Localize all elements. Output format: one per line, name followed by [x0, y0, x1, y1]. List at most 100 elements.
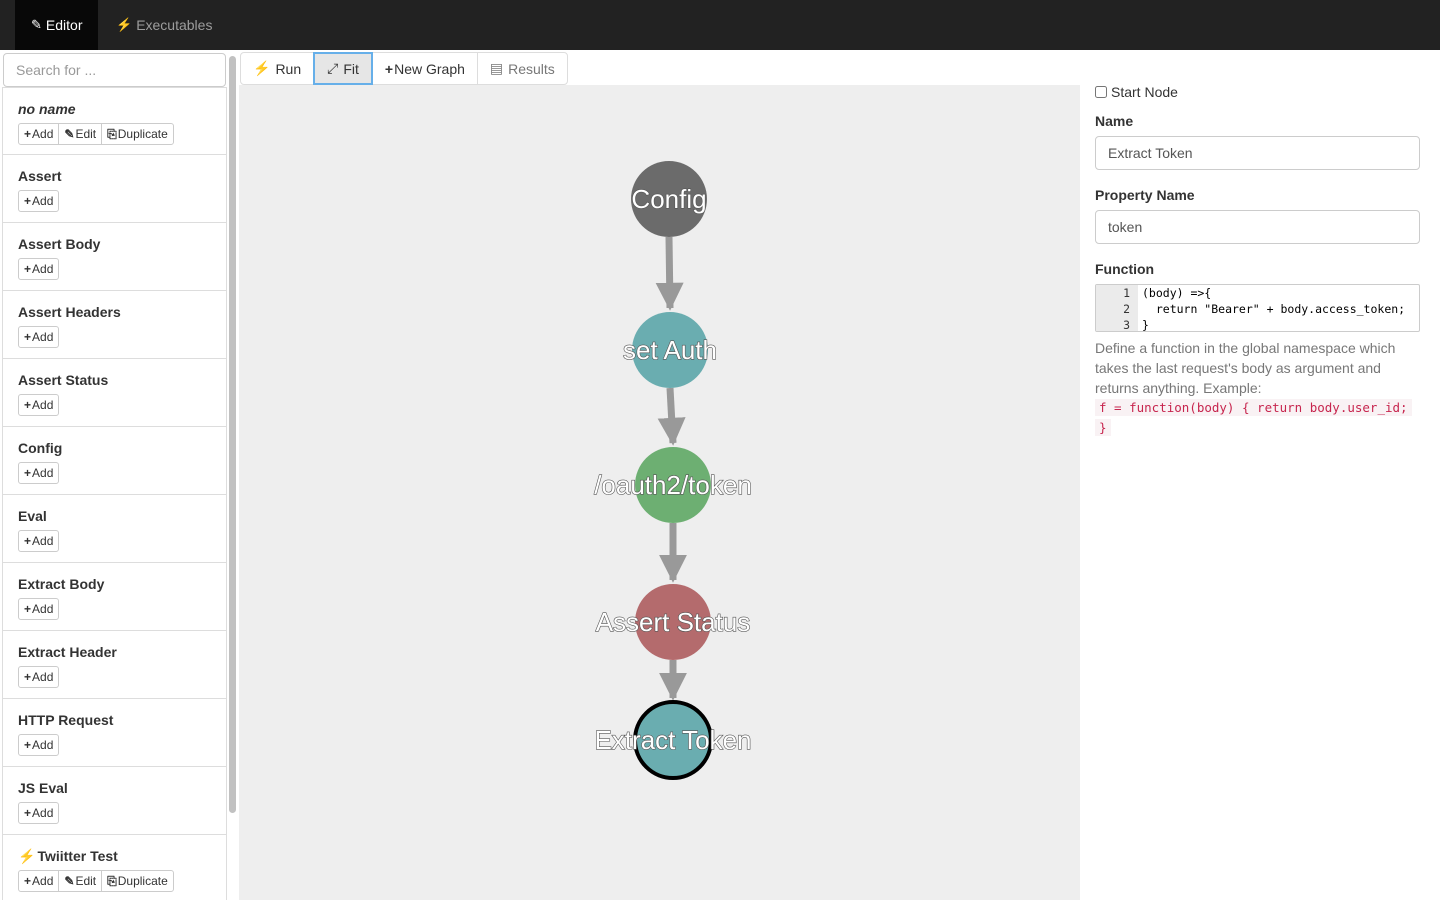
graph-node[interactable]: Config	[631, 161, 707, 237]
start-node-checkbox[interactable]	[1095, 86, 1107, 98]
graph-node[interactable]: /oauth2/token	[594, 447, 752, 523]
list-item-actions: +Add	[18, 530, 60, 552]
code-line: 3 }	[1096, 317, 1419, 331]
add-button-label: Add	[32, 534, 54, 548]
add-button[interactable]: +Add	[18, 802, 60, 824]
graph-node-circle[interactable]	[631, 161, 707, 237]
graph-toolbar: ⚡ Run ⤢ Fit + New Graph ▤ Results	[240, 52, 568, 85]
list-item-title: Assert	[18, 168, 62, 184]
tab-executables-label: Executables	[136, 17, 213, 33]
run-button[interactable]: ⚡ Run	[240, 52, 315, 85]
graph-edge[interactable]	[657, 387, 686, 446]
plus-icon: +	[24, 534, 32, 548]
graph-node-circle[interactable]	[633, 700, 713, 780]
line-number: 2	[1123, 302, 1130, 316]
property-name-input[interactable]	[1095, 210, 1420, 244]
list-item-title: Eval	[18, 508, 47, 524]
graph-edge[interactable]	[655, 236, 684, 311]
add-button[interactable]: +Add	[18, 666, 60, 688]
duplicate-button[interactable]: ⎘Duplicate	[101, 123, 174, 145]
plus-icon: +	[24, 806, 32, 820]
add-button-label: Add	[32, 398, 54, 412]
plus-icon: +	[24, 466, 32, 480]
duplicate-icon: ⎘	[107, 873, 117, 888]
duplicate-button[interactable]: ⎘Duplicate	[101, 870, 174, 892]
list-item-actions: +Add	[18, 734, 60, 756]
list-item-title: JS Eval	[18, 780, 68, 796]
add-button-label: Add	[32, 127, 54, 141]
graph-node[interactable]: set Auth	[622, 312, 718, 388]
node-type-sidebar: no name+Add✎Edit⎘DuplicateAssert+AddAsse…	[2, 52, 227, 900]
list-item-title-text: Eval	[18, 508, 47, 524]
code-line: 2 return "Bearer" + body.access_token;	[1096, 301, 1419, 317]
graph-node[interactable]: Assert Status	[595, 584, 751, 660]
bolt-icon: ⚡	[18, 848, 36, 864]
fit-button[interactable]: ⤢ Fit	[313, 52, 373, 85]
add-button[interactable]: +Add	[18, 598, 60, 620]
add-button-label: Add	[32, 466, 54, 480]
list-item-title: HTTP Request	[18, 712, 113, 728]
sidebar-scrollbar[interactable]	[229, 56, 236, 813]
plus-icon: +	[24, 330, 32, 344]
example-line-1: f = function(body) { return body.user_id…	[1095, 399, 1412, 416]
results-button[interactable]: ▤ Results	[476, 52, 568, 85]
add-button-label: Add	[32, 194, 54, 208]
graph-node-circle[interactable]	[635, 447, 711, 523]
add-button[interactable]: +Add	[18, 258, 60, 280]
graph-node-label: Assert Status	[596, 607, 751, 637]
list-item: Assert Headers +Add	[2, 291, 227, 359]
new-graph-button[interactable]: + New Graph	[371, 52, 478, 85]
new-graph-label: New Graph	[394, 60, 465, 77]
edit-button[interactable]: ✎Edit	[58, 870, 103, 892]
plus-icon: +	[24, 874, 32, 888]
list-item-actions: +Add	[18, 462, 60, 484]
start-node-checkbox-row[interactable]: Start Node	[1095, 84, 1178, 100]
property-name-label: Property Name	[1095, 187, 1195, 203]
add-button[interactable]: +Add	[18, 394, 60, 416]
list-item-actions: +Add	[18, 258, 60, 280]
graph-node[interactable]: Extract Token	[594, 700, 752, 780]
function-code-editor[interactable]: 1 (body) =>{ 2 return "Bearer" + body.ac…	[1095, 284, 1420, 332]
name-input[interactable]	[1095, 136, 1420, 170]
tab-editor[interactable]: ✎ Editor	[15, 0, 99, 50]
list-item-title: Config	[18, 440, 62, 456]
edit-button[interactable]: ✎Edit	[58, 123, 103, 145]
add-button-label: Add	[32, 602, 54, 616]
plus-icon: +	[24, 738, 32, 752]
list-item-title: Assert Headers	[18, 304, 121, 320]
search-input[interactable]	[3, 53, 226, 87]
list-item-title-text: Assert	[18, 168, 62, 184]
add-button[interactable]: +Add	[18, 530, 60, 552]
plus-icon: +	[24, 262, 32, 276]
list-item-title-text: Extract Body	[18, 576, 105, 592]
list-item-actions: +Add✎Edit⎘Duplicate	[18, 123, 174, 145]
list-item-title: ⚡Twiitter Test	[18, 848, 118, 865]
function-label: Function	[1095, 261, 1155, 277]
list-item-title-text: no name	[18, 101, 76, 117]
list-item-title-text: Extract Header	[18, 644, 117, 660]
list-item: Eval +Add	[2, 495, 227, 563]
list-item-actions: +Add	[18, 666, 60, 688]
add-button[interactable]: +Add	[18, 123, 60, 145]
list-item-actions: +Add	[18, 190, 60, 212]
bolt-icon: ⚡	[116, 17, 133, 32]
add-button[interactable]: +Add	[18, 734, 60, 756]
add-button[interactable]: +Add	[18, 870, 60, 892]
add-button[interactable]: +Add	[18, 190, 60, 212]
duplicate-button-label: Duplicate	[117, 127, 168, 141]
list-item-actions: +Add✎Edit⎘Duplicate	[18, 870, 174, 892]
tab-editor-label: Editor	[45, 17, 83, 33]
add-button[interactable]: +Add	[18, 462, 60, 484]
graph-node-circle[interactable]	[635, 584, 711, 660]
edit-icon: ✎	[64, 127, 75, 141]
add-button-label: Add	[32, 670, 54, 684]
tab-executables[interactable]: ⚡ Executables	[100, 0, 228, 50]
add-button[interactable]: +Add	[18, 326, 60, 348]
list-item-title-text: HTTP Request	[18, 712, 114, 728]
graph-node-label: /oauth2/token	[594, 470, 752, 500]
graph-node-circle[interactable]	[632, 312, 708, 388]
function-help-text: Define a function in the global namespac…	[1095, 340, 1396, 396]
example-line-2: }	[1095, 419, 1111, 436]
